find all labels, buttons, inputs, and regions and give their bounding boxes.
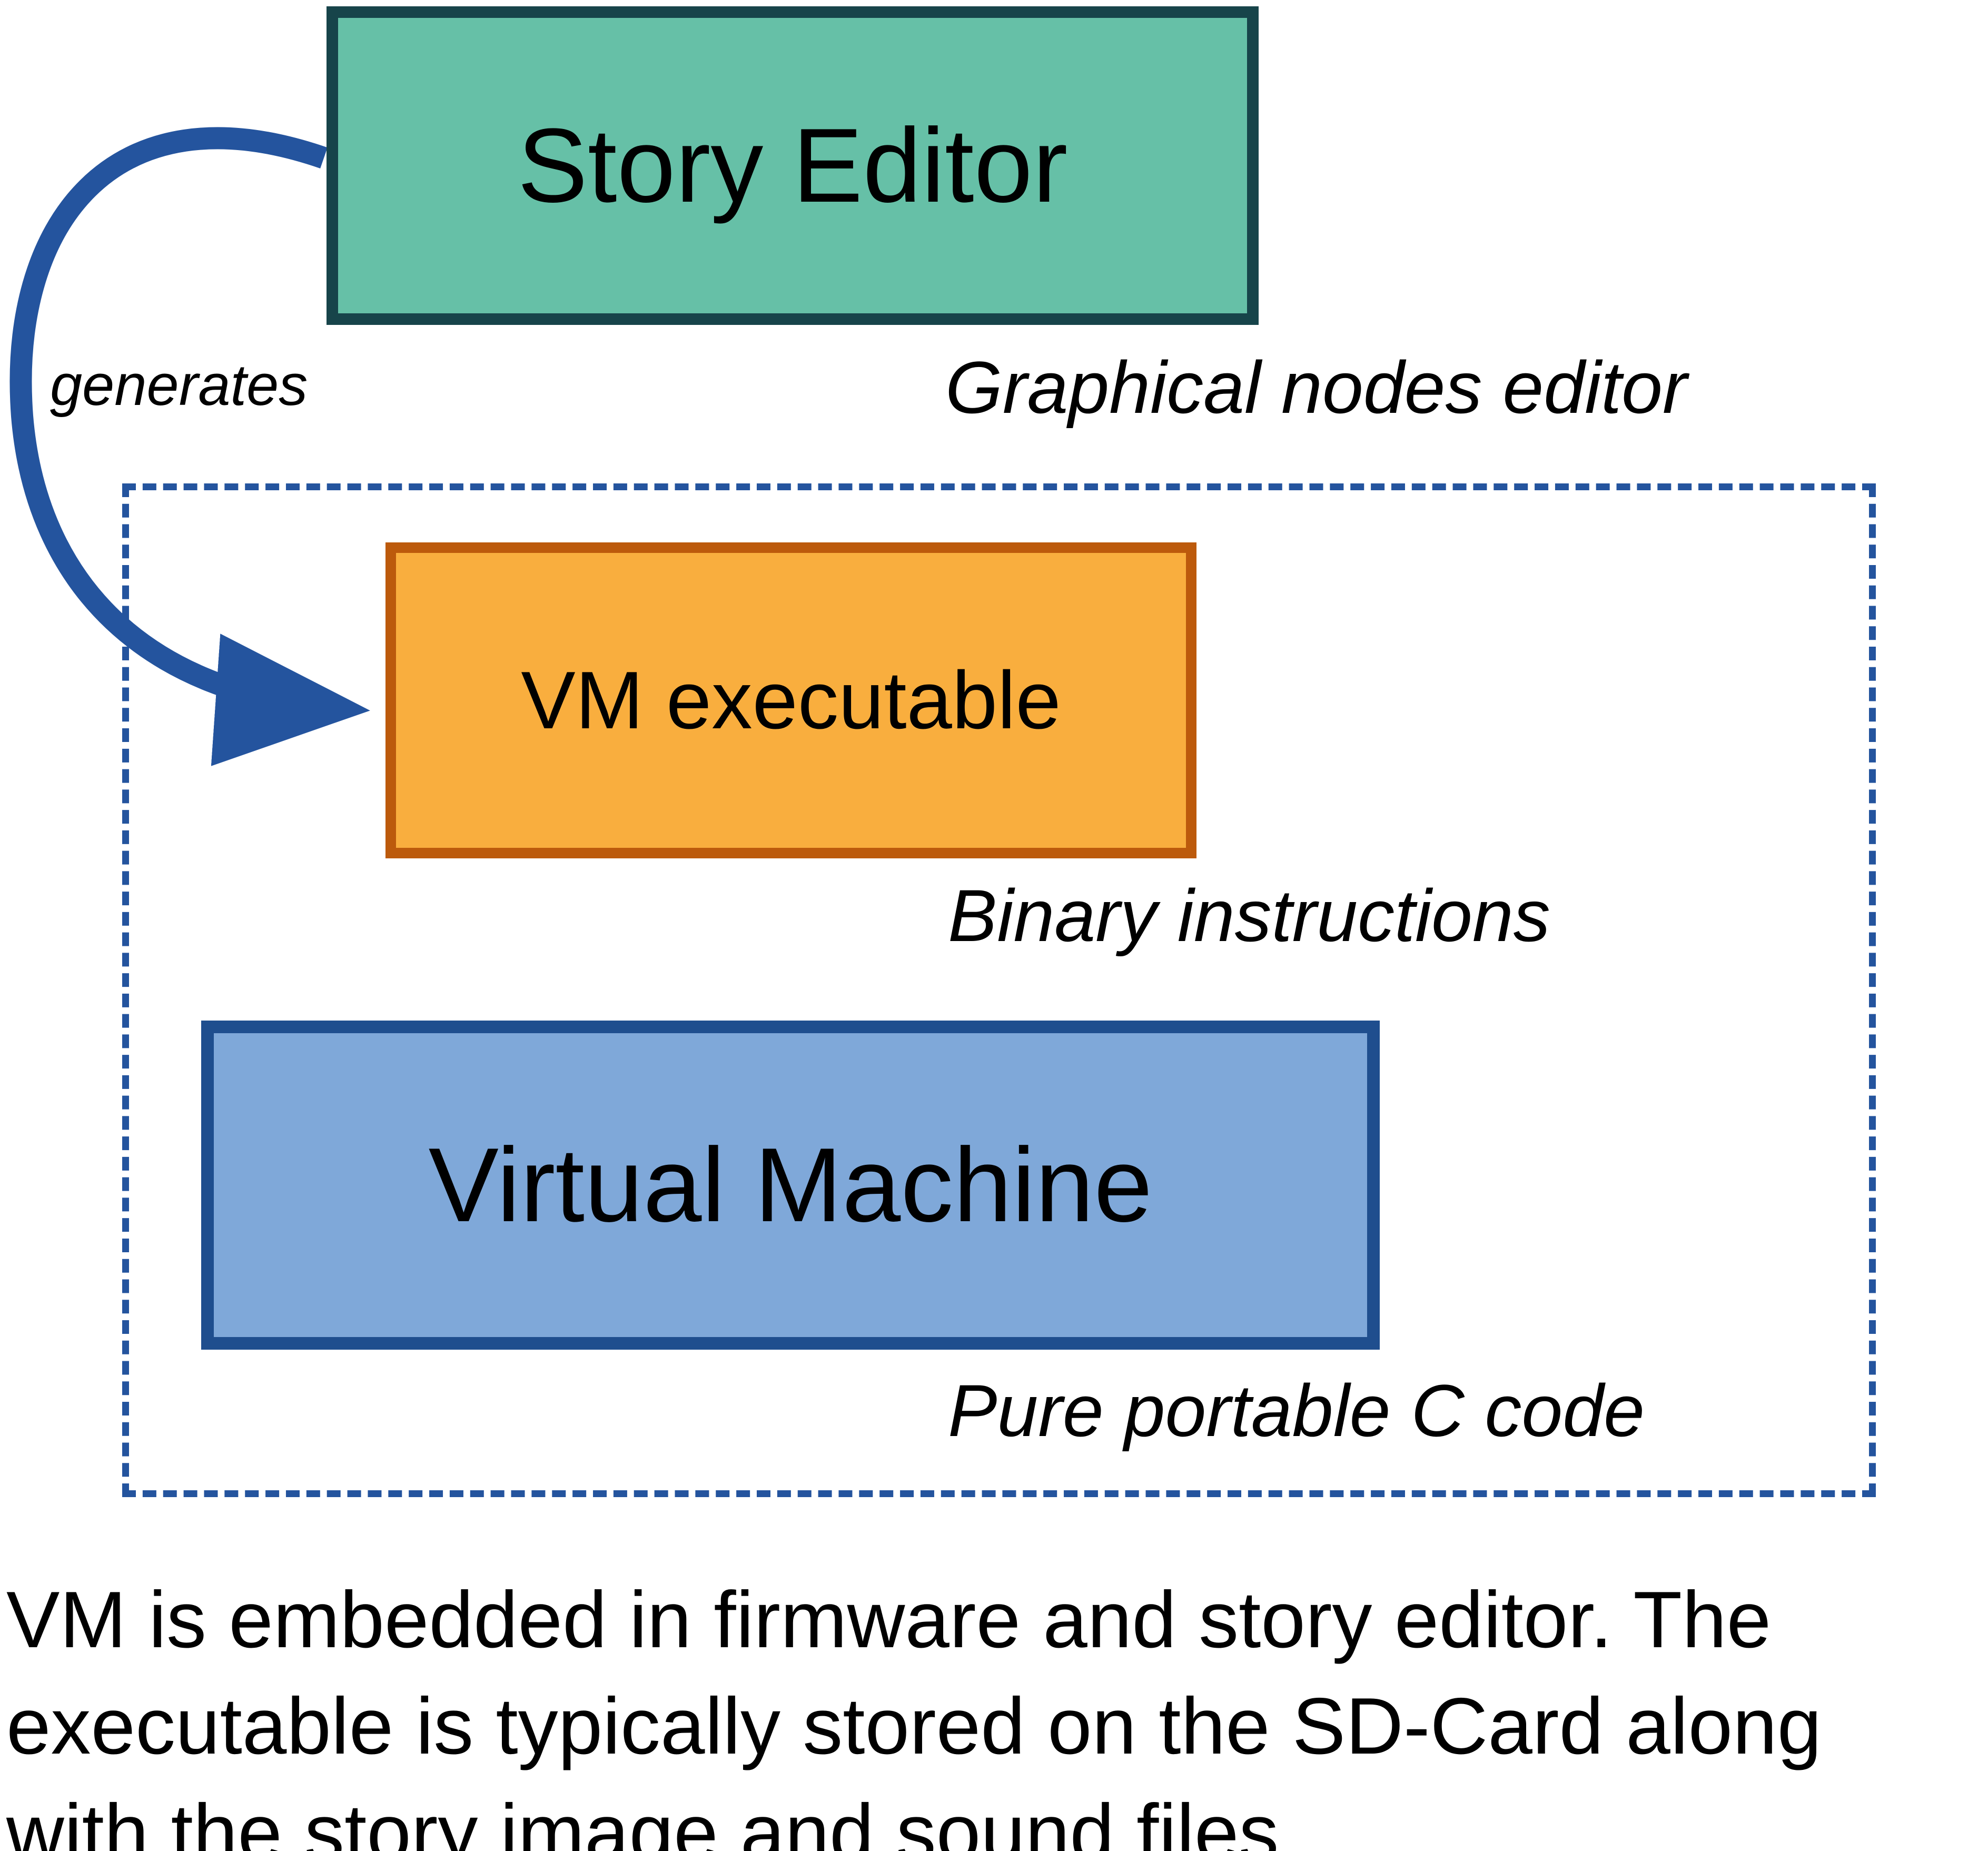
caption-line-1: VM is embedded in firmware and story edi… [6, 1575, 1772, 1665]
vm-boundary-container [122, 483, 1876, 1497]
virtual-machine-label: Virtual Machine [428, 1126, 1153, 1244]
vm-executable-node: VM executable [385, 542, 1196, 858]
pure-portable-c-code-annotation: Pure portable C code [948, 1369, 1645, 1452]
caption-line-3: with the story image and sound files. [6, 1788, 1301, 1851]
story-editor-label: Story Editor [517, 106, 1068, 224]
caption-line-2: executable is typically stored on the SD… [6, 1681, 1822, 1771]
diagram-caption: VM is embedded in firmware and story edi… [6, 1567, 1986, 1851]
virtual-machine-node: Virtual Machine [201, 1021, 1380, 1350]
generates-annotation: generates [50, 353, 308, 418]
binary-instructions-annotation: Binary instructions [948, 874, 1550, 957]
story-editor-node: Story Editor [327, 6, 1259, 325]
graphical-nodes-editor-annotation: Graphical nodes editor [945, 346, 1687, 429]
vm-executable-label: VM executable [521, 655, 1061, 746]
